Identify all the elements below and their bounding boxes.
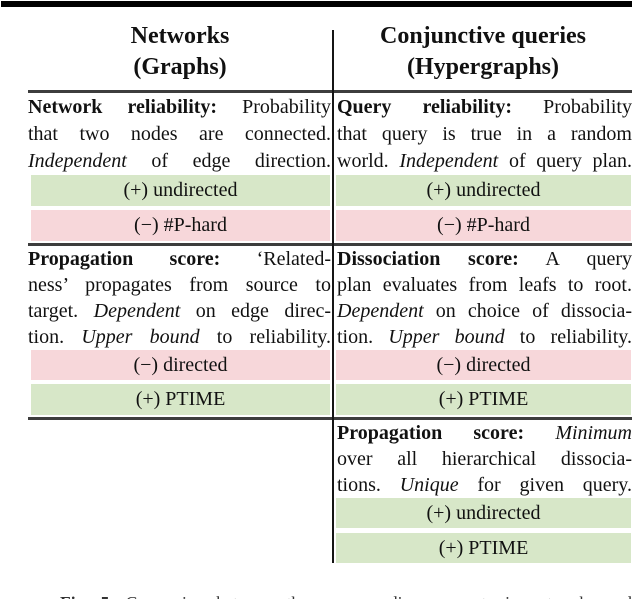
row-label: (+) PTIME bbox=[135, 388, 226, 410]
empty-cell-left bbox=[28, 420, 331, 563]
row-sharp-p-hard-left: (−) #P-hard bbox=[31, 210, 330, 241]
column-divider bbox=[332, 30, 334, 563]
row-ptime-bottom: (+) PTIME bbox=[336, 533, 631, 563]
row-label: (−) directed bbox=[436, 353, 531, 376]
row-label: (−) #P-hard bbox=[437, 214, 530, 236]
column-header-conjunctive-queries: Conjunctive queries (Hypergraphs) bbox=[334, 21, 632, 83]
row-label: (+) undirected bbox=[123, 179, 238, 201]
column-header-conjunctive-queries-line1: Conjunctive queries bbox=[380, 23, 586, 49]
column-header-networks: Networks (Graphs) bbox=[28, 21, 332, 83]
row-label: (−) #P-hard bbox=[134, 214, 227, 236]
figure-caption-clipped: Fig. 5. Comparing between the correspond… bbox=[60, 592, 632, 599]
row-label: (+) undirected bbox=[426, 501, 541, 524]
row-label: (+) PTIME bbox=[438, 536, 529, 559]
row-undirected-left: (+) undirected bbox=[31, 175, 330, 206]
row-directed-left: (−) directed bbox=[31, 350, 330, 380]
row-label: (+) undirected bbox=[426, 179, 541, 201]
section-rule-2 bbox=[28, 417, 632, 420]
row-ptime-left: (+) PTIME bbox=[31, 384, 330, 415]
section-rule-1 bbox=[28, 243, 632, 246]
row-ptime-right: (+) PTIME bbox=[336, 384, 631, 415]
row-undirected-right: (+) undirected bbox=[336, 175, 631, 206]
row-sharp-p-hard-right: (−) #P-hard bbox=[336, 210, 631, 241]
row-label: (−) directed bbox=[133, 353, 228, 376]
header-rule bbox=[28, 90, 632, 93]
column-header-networks-line1: Networks bbox=[130, 23, 230, 49]
column-header-conjunctive-queries-line2: (Hypergraphs) bbox=[407, 54, 559, 80]
row-label: (+) PTIME bbox=[438, 388, 529, 410]
table-top-border bbox=[1, 1, 632, 7]
column-header-networks-line2: (Graphs) bbox=[133, 54, 227, 80]
row-directed-right: (−) directed bbox=[336, 350, 631, 380]
row-undirected-bottom: (+) undirected bbox=[336, 498, 631, 528]
cell-propagation-score: Propagation score: ‘Related-ness’ propag… bbox=[28, 248, 331, 348]
